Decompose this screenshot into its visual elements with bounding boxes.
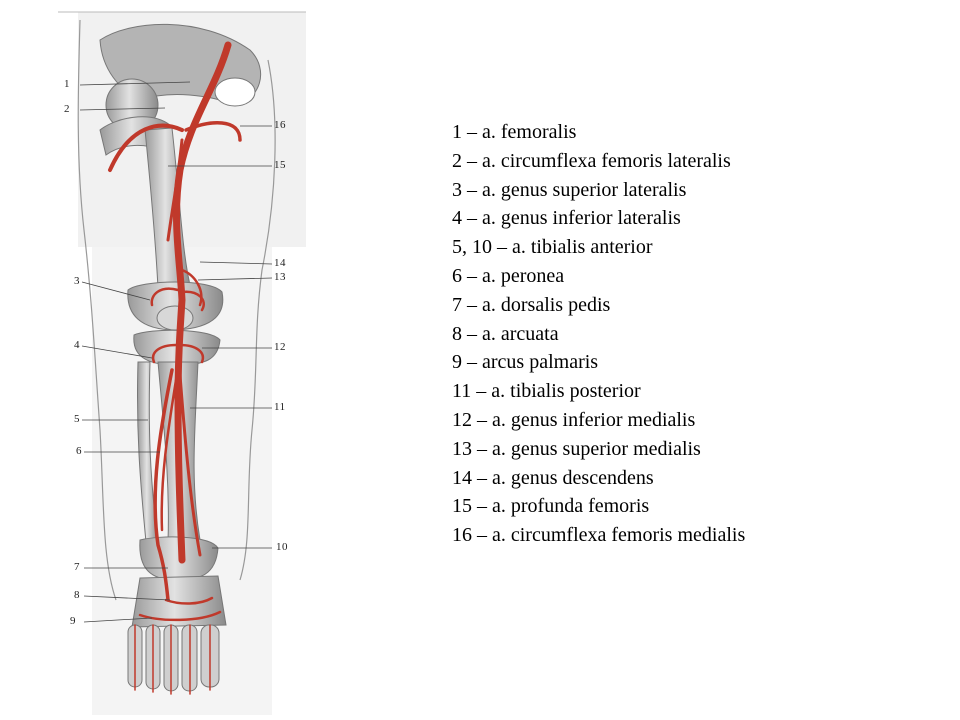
circumflexa-medialis-path [184, 121, 242, 142]
callout-10: 10 [276, 541, 288, 553]
callout-14: 14 [274, 257, 286, 269]
legend-item: 13 – a. genus superior medialis [452, 437, 701, 460]
arcuata-path [164, 596, 214, 605]
callout-15: 15 [274, 159, 286, 171]
legend-item: 8 – a. arcuata [452, 322, 559, 345]
legend-item: 12 – a. genus inferior medialis [452, 408, 696, 431]
legend-item: 14 – a. genus descendens [452, 466, 654, 489]
arteries [108, 41, 242, 695]
legend-item: 7 – a. dorsalis pedis [452, 293, 611, 316]
legend-item: 9 – arcus palmaris [452, 351, 599, 374]
arcus-plantaris-path [138, 610, 222, 622]
legend-item: 1 – a. femoralis [452, 121, 577, 143]
callout-2: 2 [64, 103, 70, 115]
legend-item: 11 – a. tibialis posterior [452, 380, 641, 403]
legend-item: 15 – a. profunda femoris [452, 495, 650, 518]
callout-16: 16 [274, 119, 286, 131]
callout-9: 9 [70, 615, 76, 627]
legend-item: 5, 10 – a. tibialis anterior [452, 236, 653, 259]
legend-item: 2 – a. circumflexa femoris lateralis [452, 149, 731, 172]
tibialis-anterior-path [153, 368, 174, 602]
callout-8: 8 [74, 589, 80, 601]
genus-superior-medialis-path [180, 290, 205, 312]
callout-3: 3 [74, 275, 80, 287]
profunda-femoris-path [166, 138, 184, 242]
artery-legend: 1 – a. femoralis 2 – a. circumflexa femo… [452, 118, 745, 550]
callout-7: 7 [74, 561, 80, 573]
callout-13: 13 [274, 271, 286, 283]
leg-outline-medial [239, 59, 276, 581]
genus-inferior-medialis-path [178, 343, 205, 364]
legend-item: 3 – a. genus superior lateralis [452, 178, 687, 201]
circumflexa-lateralis-path [108, 123, 184, 172]
patella [156, 305, 194, 331]
callout-4: 4 [74, 339, 80, 351]
tibialis-posterior-path [178, 373, 202, 557]
obturator-foramen [214, 77, 256, 107]
callout-5: 5 [74, 413, 80, 425]
legend-item: 4 – a. genus inferior lateralis [452, 207, 681, 230]
metatarsals [131, 575, 227, 628]
legend-item: 6 – a. peronea [452, 264, 565, 287]
genus-superior-lateralis-path [150, 287, 180, 307]
callout-1: 1 [64, 78, 70, 90]
genus-inferior-lateralis-path [151, 343, 178, 364]
digital-arteries-path [134, 624, 211, 695]
toes [127, 624, 220, 692]
leg-anatomy-drawing [58, 11, 306, 715]
leg-artery-illustration: 1 2 3 4 5 6 7 8 9 10 11 12 13 14 15 16 [40, 0, 320, 720]
callout-12: 12 [274, 341, 286, 353]
leader-lines [79, 81, 273, 623]
leg-outline-lateral [77, 19, 117, 601]
legend-item: 16 – a. circumflexa femoris medialis [452, 524, 746, 547]
callout-6: 6 [76, 445, 82, 457]
genus-descendens-path [180, 268, 203, 307]
peronea-path [160, 378, 178, 532]
callout-11: 11 [274, 401, 286, 413]
